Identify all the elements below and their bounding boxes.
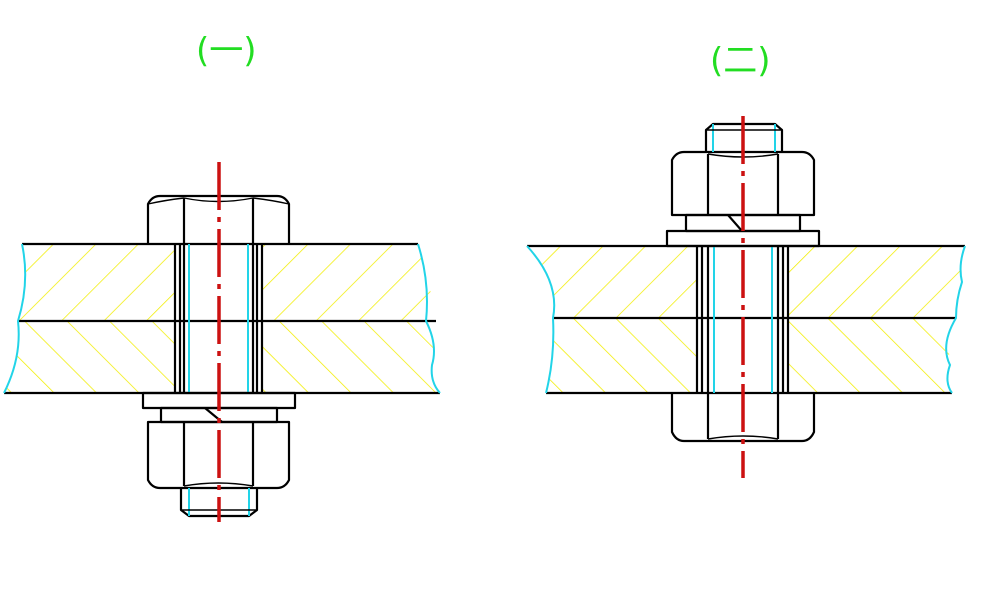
plate-lower-hatch bbox=[4, 321, 440, 393]
break-lines-2 bbox=[526, 245, 966, 394]
plate-lower-hatch-2 bbox=[546, 318, 956, 393]
plate-upper-hatch bbox=[18, 244, 436, 321]
view-label-1: (一) bbox=[196, 31, 257, 71]
plate-upper-hatch-2 bbox=[527, 246, 965, 318]
nut bbox=[146, 420, 291, 490]
view-1 bbox=[3, 162, 441, 522]
bolt-shank bbox=[182, 244, 255, 393]
view-2 bbox=[526, 116, 966, 478]
break-lines bbox=[3, 243, 441, 394]
nut-top bbox=[670, 150, 816, 217]
view-label-2: (二) bbox=[710, 41, 771, 81]
stud-shank bbox=[706, 246, 780, 393]
